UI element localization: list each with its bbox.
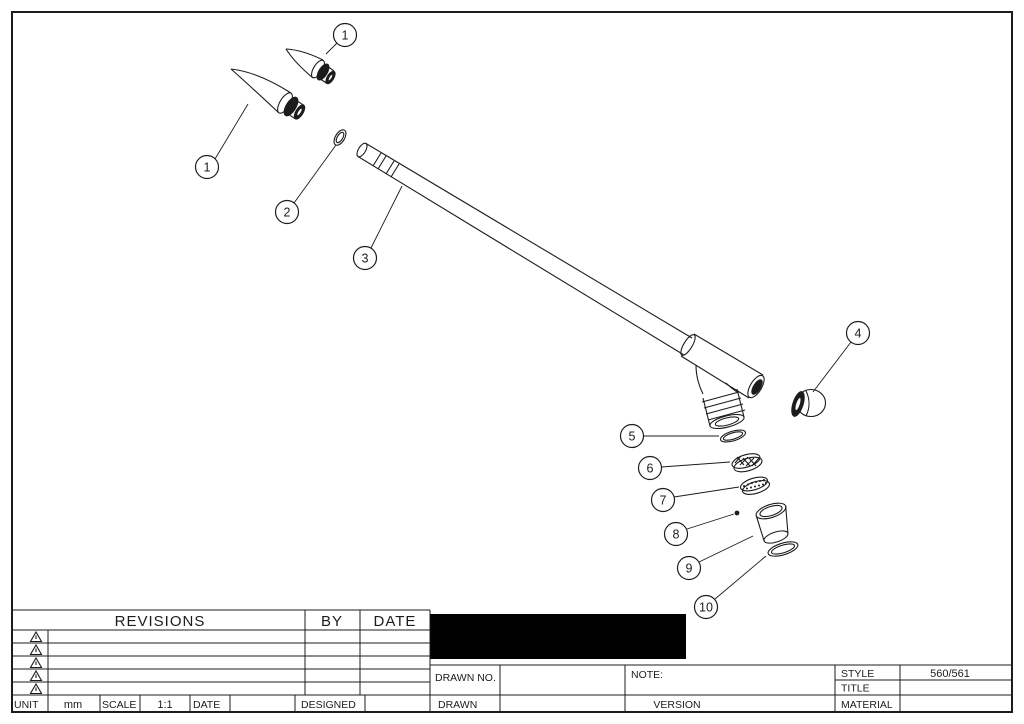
scale-label: SCALE [102, 699, 136, 711]
part-6-aerator-insert [731, 453, 763, 473]
balloon-3: 3 [352, 185, 403, 271]
revision-markers [29, 630, 43, 695]
unit-value: mm [64, 699, 82, 711]
revision-warning-icon [29, 682, 43, 695]
material-label: MATERIAL [841, 699, 893, 711]
balloon-4-number: 4 [855, 327, 862, 341]
redacted-area [430, 614, 686, 659]
balloon-2-number: 2 [284, 206, 291, 220]
balloon-6: 6 [637, 455, 731, 481]
title-block-grid [12, 609, 1012, 712]
balloon-9: 9 [676, 535, 754, 581]
style-label: STYLE [841, 668, 874, 680]
balloon-7-number: 7 [660, 494, 667, 508]
drawn-label: DRAWN [438, 699, 477, 711]
part-5-o-ring [719, 429, 747, 443]
date-header-label: DATE [374, 613, 417, 630]
balloon-1b-number: 1 [204, 161, 211, 175]
revision-warning-icon [29, 656, 43, 669]
part-3-barrel-tube [356, 142, 765, 430]
balloon-7: 7 [650, 486, 740, 513]
revisions-header-label: REVISIONS [115, 613, 206, 630]
exploded-view: 1 1 2 3 4 [194, 22, 871, 620]
revision-warning-icon [29, 630, 43, 643]
note-label: NOTE: [631, 669, 663, 681]
part-1-nozzle-tip-large [230, 68, 306, 120]
balloon-1a-number: 1 [342, 29, 349, 43]
balloon-callouts: 1 1 2 3 4 [194, 22, 871, 620]
balloon-10: 10 [693, 555, 767, 620]
part-2-o-ring-small [333, 129, 347, 146]
part-1-nozzle-tip-small [285, 48, 336, 85]
unit-label: UNIT [14, 699, 39, 711]
style-value: 560/561 [930, 668, 970, 680]
balloon-5: 5 [619, 423, 719, 449]
part-10-washer [767, 541, 799, 557]
designed-label: DESIGNED [301, 699, 356, 711]
part-7-mesh-screen [739, 476, 771, 495]
balloon-8: 8 [663, 513, 735, 547]
title-label: TITLE [841, 683, 870, 695]
balloon-6-number: 6 [647, 462, 654, 476]
part-8-ball [734, 510, 740, 516]
version-label: VERSION [653, 699, 700, 711]
title-block: REVISIONS BY DATE UNIT mm SCALE 1:1 DATE… [12, 609, 1012, 712]
revision-warning-icon [29, 643, 43, 656]
balloon-8-number: 8 [673, 528, 680, 542]
revision-warning-icon [29, 669, 43, 682]
part-4-end-cap [791, 388, 827, 418]
drawn-no-label: DRAWN NO. [435, 672, 496, 684]
balloon-3-number: 3 [362, 252, 369, 266]
by-header-label: BY [321, 613, 343, 630]
balloon-9-number: 9 [686, 562, 693, 576]
date-label: DATE [193, 699, 220, 711]
part-9-aerator-housing [755, 502, 789, 544]
balloon-4: 4 [812, 320, 871, 393]
balloon-10-number: 10 [699, 601, 713, 615]
scale-value: 1:1 [157, 699, 172, 711]
balloon-2: 2 [274, 144, 337, 225]
balloon-1b: 1 [194, 103, 249, 180]
balloon-5-number: 5 [629, 430, 636, 444]
sheet-border [11, 11, 1013, 713]
balloon-1a: 1 [325, 22, 358, 55]
